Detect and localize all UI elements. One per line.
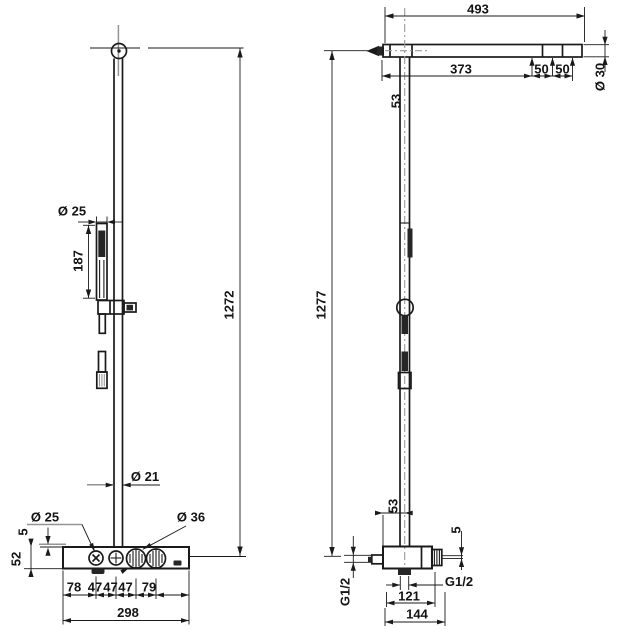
dim-label-493: 493 xyxy=(467,2,489,17)
dim-label-g12-left: G1/2 xyxy=(338,578,353,606)
front-dimensions xyxy=(24,48,246,625)
dim-label-5-right: 5 xyxy=(449,526,464,533)
dim-label-50b: 50 xyxy=(555,62,569,77)
dim-label-1277: 1277 xyxy=(314,291,329,320)
dimension-labels: Ø 25 187 Ø 21 Ø 25 Ø 36 5 52 78 47 47 47… xyxy=(9,2,608,622)
dim-label-53-bottom: 53 xyxy=(386,499,401,513)
front-handshower xyxy=(95,222,108,301)
side-mixer-body xyxy=(368,545,443,575)
dim-label-5-left: 5 xyxy=(16,528,31,535)
dim-label-dia25-top: Ø 25 xyxy=(58,204,86,219)
dim-label-g12-right: G1/2 xyxy=(445,574,473,589)
dim-label-dia30: Ø 30 xyxy=(593,63,608,91)
side-shower-arm xyxy=(366,43,583,58)
dim-label-52: 52 xyxy=(9,552,24,566)
dim-label-53-top: 53 xyxy=(389,94,404,108)
dim-label-1272: 1272 xyxy=(222,291,237,320)
dim-label-dia21: Ø 21 xyxy=(131,469,159,484)
dim-label-dia25-bottom: Ø 25 xyxy=(31,510,59,525)
dim-label-373: 373 xyxy=(450,62,472,77)
dim-label-187: 187 xyxy=(71,250,86,272)
dim-label-121: 121 xyxy=(398,589,420,604)
dim-label-79: 79 xyxy=(142,580,156,595)
dim-label-47a: 47 xyxy=(88,580,102,595)
front-rail xyxy=(113,58,124,547)
front-mixer-body xyxy=(62,546,190,574)
dim-label-144: 144 xyxy=(406,607,428,622)
side-pipe xyxy=(395,8,415,572)
front-view xyxy=(24,25,246,625)
front-slider-bracket xyxy=(97,299,137,335)
front-hose-connector xyxy=(95,350,108,390)
dim-label-47c: 47 xyxy=(118,580,132,595)
dim-label-47b: 47 xyxy=(103,580,117,595)
dim-label-78: 78 xyxy=(67,580,81,595)
front-pivot-joint xyxy=(90,25,244,76)
dim-label-50a: 50 xyxy=(534,62,548,77)
dim-label-dia36: Ø 36 xyxy=(177,510,205,525)
side-view xyxy=(324,7,609,626)
side-dimensions xyxy=(324,7,609,626)
dim-label-298: 298 xyxy=(117,605,139,620)
